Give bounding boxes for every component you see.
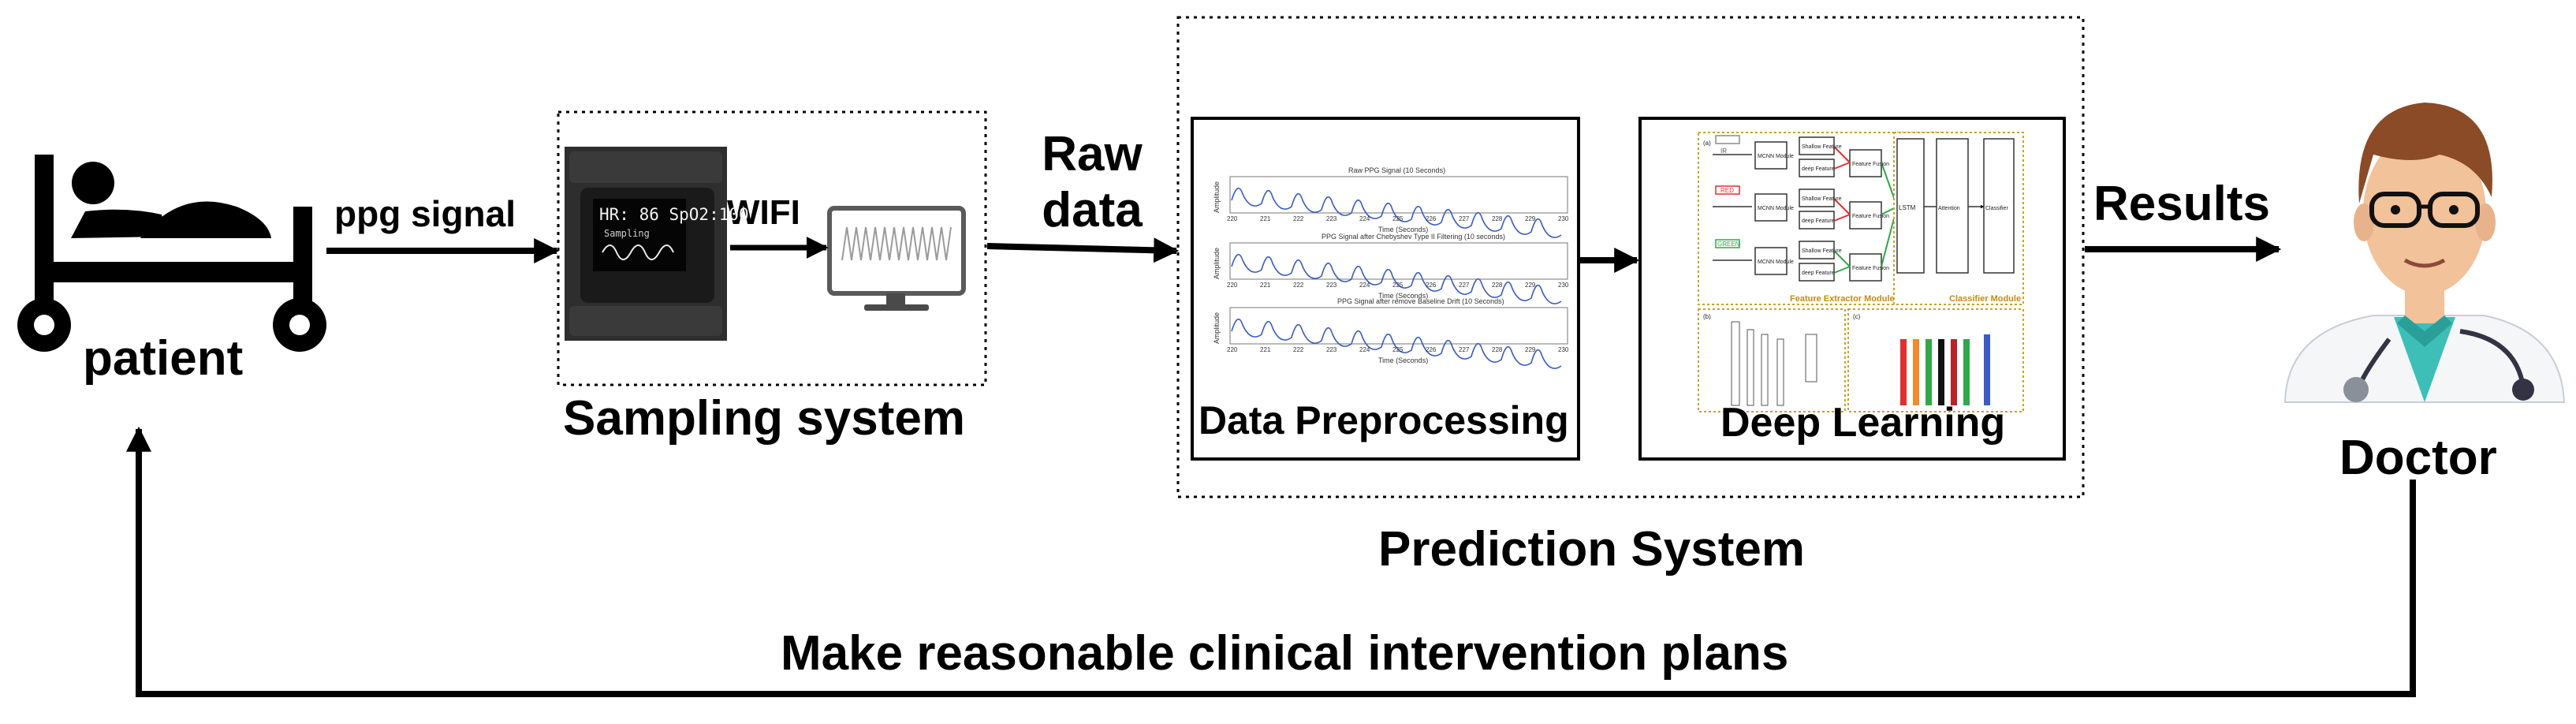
- device-screen-text: HR: 86 SpO2:100: [599, 205, 749, 224]
- x-tick-label: 227: [1459, 346, 1470, 353]
- raw-data-label: Raw data: [1033, 126, 1151, 239]
- raw-data-line-1: Raw: [1042, 127, 1143, 181]
- channel-ir: IR: [1720, 147, 1727, 155]
- shallow-feature-1: Shallow Feature: [1802, 144, 1842, 150]
- data-preprocessing-label: Data Preprocessing: [1199, 398, 1569, 442]
- x-axis-title-3: Time (Seconds): [1378, 356, 1428, 364]
- classifier-label: Classifier: [1985, 206, 2008, 211]
- x-tick-label: 223: [1326, 346, 1337, 353]
- arrow-feedback: [126, 426, 2416, 697]
- x-tick-label: 229: [1525, 215, 1536, 222]
- doctor-icon: [2283, 103, 2566, 403]
- deep-learning-label: Deep Learning: [1720, 400, 2006, 446]
- lstm-label: LSTM: [1899, 204, 1916, 211]
- prediction-system-label: Prediction System: [1378, 522, 1805, 577]
- plot-title-1: Raw PPG Signal (10 Seconds): [1348, 166, 1445, 174]
- channel-green: GREEN: [1717, 241, 1740, 248]
- panel-tag-c: (c): [1853, 313, 1861, 320]
- shallow-feature-3: Shallow Feature: [1802, 248, 1842, 254]
- fusion-label-2: Feature Fusion: [1852, 214, 1889, 219]
- ppg-plots: [1229, 176, 1568, 369]
- channel-red: RED: [1720, 187, 1734, 194]
- mcnn-label-1: MCNN Module: [1758, 154, 1794, 159]
- data-preprocessing-panel: [1191, 117, 1580, 461]
- fusion-label-1: Feature Fusion: [1852, 162, 1889, 167]
- ppg-plot-text: Raw PPG Signal (10 Seconds) PPG Signal a…: [1213, 166, 1505, 364]
- device-screen-subtext: Sampling: [604, 228, 650, 239]
- x-tick-label: 224: [1359, 346, 1370, 353]
- patient-bed-icon: [17, 155, 326, 352]
- x-axis-title-1: Time (Seconds): [1378, 226, 1428, 233]
- wifi-label: WIFI: [727, 193, 800, 232]
- x-tick-label: 225: [1392, 282, 1404, 289]
- deep-learning-subfigures: [1698, 308, 2024, 412]
- results-label: Results: [2093, 177, 2270, 231]
- y-axis-title-2: Amplitude: [1213, 248, 1221, 279]
- x-tick-label: 220: [1227, 282, 1238, 289]
- feature-extractor-caption: Feature Extractor Module: [1790, 294, 1895, 304]
- x-tick-label: 222: [1293, 215, 1304, 222]
- wearable-device-photo: [565, 147, 727, 341]
- deep-feature-1: deep Feature: [1802, 166, 1835, 172]
- ppg-signal-label: ppg signal: [334, 193, 516, 234]
- x-tick-label: 228: [1492, 215, 1503, 222]
- patient-label: patient: [83, 331, 244, 386]
- x-tick-label: 225: [1392, 215, 1404, 222]
- x-tick-label: 223: [1326, 282, 1337, 289]
- plot-title-2: PPG Signal after Chebyshev Type II Filte…: [1322, 233, 1505, 241]
- x-tick-label: 220: [1227, 346, 1238, 353]
- x-tick-label: 228: [1492, 346, 1503, 353]
- x-tick-label: 222: [1293, 282, 1304, 289]
- doctor-label: Doctor: [2339, 431, 2497, 485]
- x-tick-label: 221: [1260, 215, 1271, 222]
- y-axis-title-3: Amplitude: [1213, 312, 1221, 344]
- x-tick-label: 225: [1392, 346, 1404, 353]
- x-tick-label: 230: [1558, 282, 1569, 289]
- classifier-module: [1893, 132, 2024, 305]
- x-tick-label: 220: [1227, 215, 1238, 222]
- fusion-label-3: Feature Fusion: [1852, 266, 1889, 271]
- x-tick-label: 229: [1525, 346, 1536, 353]
- x-tick-label: 221: [1260, 282, 1271, 289]
- x-tick-label: 229: [1525, 282, 1536, 289]
- x-tick-label: 227: [1459, 215, 1470, 222]
- x-tick-label: 224: [1359, 215, 1370, 222]
- plot-title-3: PPG Signal after remove Baseline Drift (…: [1337, 297, 1504, 305]
- x-tick-label: 222: [1293, 346, 1304, 353]
- x-tick-label: 230: [1558, 346, 1569, 353]
- classifier-module-caption: Classifier Module: [1949, 294, 2021, 304]
- x-tick-label: 224: [1359, 282, 1370, 289]
- ppg-x-ticks: 220 221 222 223 224 225 226 227 228 229 230 220 221 2…: [1227, 215, 1569, 353]
- panel-tag-b: (b): [1703, 313, 1711, 320]
- x-tick-label: 223: [1326, 215, 1337, 222]
- arrow-raw-data: [986, 237, 1180, 263]
- panel-tag-a: (a): [1703, 140, 1711, 147]
- x-tick-label: 226: [1426, 215, 1437, 222]
- x-tick-label: 230: [1558, 215, 1569, 222]
- sampling-system-label: Sampling system: [563, 391, 965, 446]
- y-axis-title-1: Amplitude: [1213, 181, 1221, 213]
- x-tick-label: 221: [1260, 346, 1271, 353]
- x-axis-title-2: Time (Seconds): [1378, 292, 1428, 300]
- feedback-label: Make reasonable clinical intervention pl…: [781, 626, 1789, 681]
- deep-learning-text: (a) (b) (c) IR RED GREEN MCNN Module MCN…: [1703, 140, 2021, 320]
- monitor-icon: [827, 206, 966, 311]
- deep-feature-2: deep Feature: [1802, 218, 1835, 224]
- x-tick-label: 227: [1459, 282, 1470, 289]
- attention-label: Attention: [1938, 206, 1960, 211]
- shallow-feature-2: Shallow Feature: [1802, 196, 1842, 202]
- x-tick-label: 226: [1426, 346, 1437, 353]
- deep-feature-3: deep Feature: [1802, 271, 1835, 276]
- mcnn-label-3: MCNN Module: [1758, 259, 1794, 265]
- raw-data-line-2: data: [1042, 183, 1143, 238]
- arrows: [126, 237, 2416, 697]
- x-tick-label: 228: [1492, 282, 1503, 289]
- x-tick-label: 226: [1426, 282, 1437, 289]
- mcnn-label-2: MCNN Module: [1758, 206, 1794, 211]
- prediction-system-box: [1176, 16, 2085, 498]
